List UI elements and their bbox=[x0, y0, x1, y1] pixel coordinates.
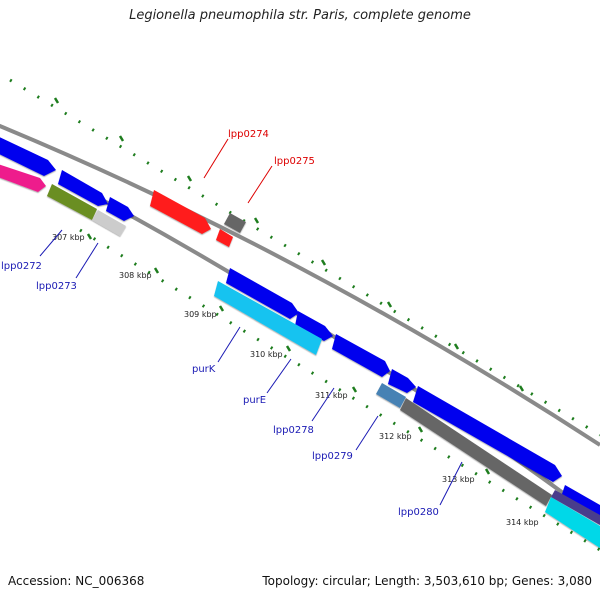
leader-lpp0279 bbox=[355, 415, 379, 451]
gene-slate[interactable] bbox=[551, 490, 600, 525]
tick-labels: 307 kbp 308 kbp 309 kbp 310 kbp 311 kbp … bbox=[52, 233, 539, 527]
gene-lpp0272[interactable] bbox=[47, 184, 97, 220]
gene-label-lpp0272[interactable]: lpp0272 bbox=[1, 261, 42, 272]
genome-summary-text: Topology: circular; Length: 3,503,610 bp… bbox=[262, 574, 592, 588]
gene-label-lpp0273[interactable]: lpp0273 bbox=[36, 281, 77, 292]
gene-cyan[interactable] bbox=[545, 497, 600, 548]
major-tick-outer-312 bbox=[386, 301, 393, 308]
major-tick-inner-309 bbox=[218, 305, 225, 312]
leader-lpp0273 bbox=[75, 242, 99, 279]
reverse-genes bbox=[0, 163, 600, 548]
gene-purK[interactable] bbox=[214, 281, 322, 355]
accession-text: Accession: NC_006368 bbox=[8, 574, 145, 588]
leader-lpp0275 bbox=[247, 165, 273, 204]
outer-tick-dots bbox=[9, 78, 600, 437]
leader-lpp0278 bbox=[311, 387, 335, 422]
label-leaders bbox=[39, 138, 463, 506]
major-tick-outer-307 bbox=[53, 97, 60, 104]
gene-lpp0273[interactable] bbox=[92, 210, 126, 236]
gene-fwd-8[interactable] bbox=[413, 386, 562, 482]
backbone-outer bbox=[0, 123, 600, 447]
gene-label-purK[interactable]: purK bbox=[192, 364, 216, 375]
tick-label-314: 314 kbp bbox=[506, 518, 539, 527]
tick-label-308: 308 kbp bbox=[119, 271, 152, 280]
gene-fwd-5[interactable] bbox=[295, 311, 333, 341]
gene-label-lpp0275[interactable]: lpp0275 bbox=[274, 156, 315, 167]
leader-lpp0274 bbox=[203, 138, 229, 179]
major-tick-outer-314 bbox=[518, 385, 525, 392]
gene-lpp0275[interactable] bbox=[216, 229, 233, 247]
major-tick-inner-311 bbox=[351, 386, 358, 393]
gene-fwd-2[interactable] bbox=[58, 170, 108, 206]
gene-label-lpp0279[interactable]: lpp0279 bbox=[312, 451, 353, 462]
gene-fwd-6[interactable] bbox=[332, 334, 390, 377]
inner-tick-dots bbox=[79, 228, 600, 552]
tick-label-310: 310 kbp bbox=[250, 350, 283, 359]
gene-pseudo-gray[interactable] bbox=[224, 213, 246, 233]
forward-genes bbox=[0, 135, 600, 520]
gene-label-lpp0278[interactable]: lpp0278 bbox=[273, 425, 314, 436]
leader-purK bbox=[217, 326, 241, 363]
major-tick-outer-311 bbox=[320, 259, 327, 266]
backbone-inner bbox=[64, 178, 600, 522]
gene-lpp0274[interactable] bbox=[150, 190, 211, 234]
major-tick-inner-308 bbox=[153, 267, 160, 274]
tick-label-311: 311 kbp bbox=[315, 391, 348, 400]
tick-label-313: 313 kbp bbox=[442, 475, 475, 484]
gene-lpp0280[interactable] bbox=[400, 398, 552, 506]
gene-fwd-4[interactable] bbox=[226, 268, 299, 319]
gene-pink[interactable] bbox=[0, 163, 46, 192]
tick-label-307: 307 kbp bbox=[52, 233, 85, 242]
gene-fwd-7[interactable] bbox=[388, 369, 416, 393]
major-tick-outer-308 bbox=[118, 135, 125, 142]
map-title: Legionella pneumophila str. Paris, compl… bbox=[129, 8, 471, 23]
gene-label-lpp0274[interactable]: lpp0274 bbox=[228, 129, 269, 140]
gene-labels: lpp0272 lpp0273 lpp0274 lpp0275 purK pur… bbox=[1, 129, 439, 518]
major-tick-outer-313 bbox=[453, 343, 460, 350]
gene-label-lpp0280[interactable]: lpp0280 bbox=[398, 507, 439, 518]
gene-fwd-1[interactable] bbox=[0, 135, 56, 176]
gene-label-purE[interactable]: purE bbox=[243, 395, 266, 406]
tick-label-309: 309 kbp bbox=[184, 310, 217, 319]
tick-label-312: 312 kbp bbox=[379, 432, 412, 441]
leader-purE bbox=[266, 358, 292, 394]
major-tick-outer-309 bbox=[186, 175, 193, 182]
leader-lpp0280 bbox=[439, 461, 463, 506]
major-tick-inner-307 bbox=[86, 233, 93, 240]
leader-lpp0272 bbox=[39, 229, 63, 257]
major-tick-inner-312 bbox=[417, 426, 424, 433]
major-tick-outer-310 bbox=[253, 217, 260, 224]
major-tick-inner-313 bbox=[484, 468, 491, 475]
gene-fwd-3[interactable] bbox=[106, 197, 134, 221]
major-tick-inner-310 bbox=[285, 345, 292, 352]
gene-lpp0278[interactable] bbox=[376, 383, 406, 408]
rna-genes bbox=[150, 190, 246, 247]
